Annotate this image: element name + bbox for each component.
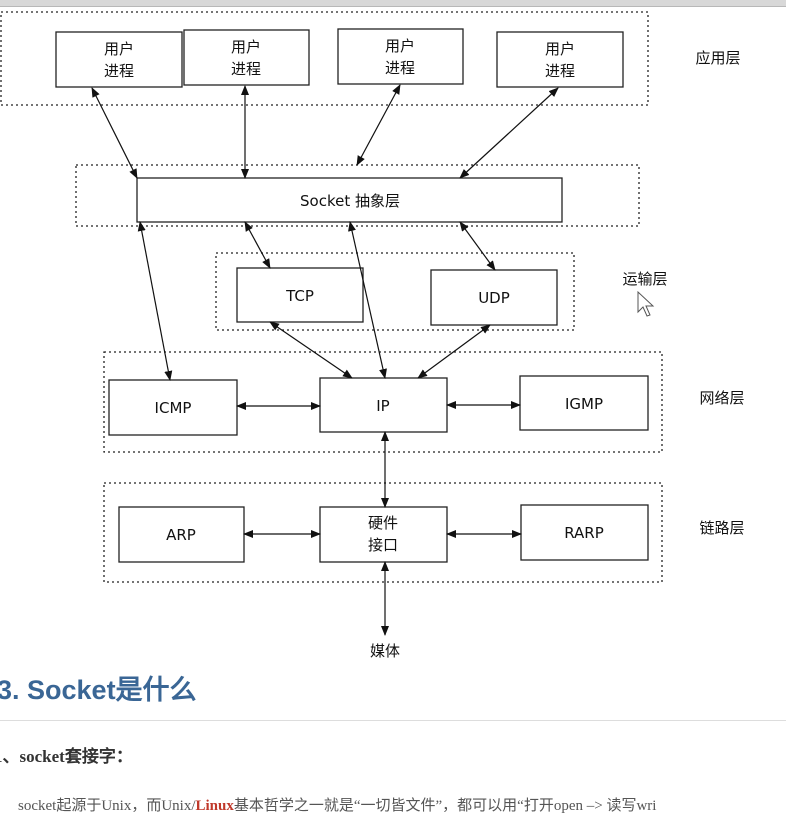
section-heading: 3. Socket是什么 [0,675,197,705]
arp-box [118,506,245,563]
media-label: 媒体 [370,642,400,660]
arrow-socket-tcp [244,221,271,269]
hardware-interface-box [319,506,448,563]
icmp-box [108,379,238,436]
window-top-bar [0,0,786,7]
user-process-3-line2: 进程 [385,59,415,77]
user-process-2-line2: 进程 [231,60,261,78]
transport-layer-region [215,252,575,331]
user-process-4-line1: 用户 [545,40,575,58]
paragraph: socket起源于Unix，而Unix/Linux基本哲学之一就是“一切皆文件”… [18,794,656,815]
udp-label: UDP [478,289,510,307]
socket-label: Socket 抽象层 [300,192,400,210]
ip-label: IP [376,397,389,415]
arrow-process4-socket [459,87,559,179]
application-layer-label: 应用层 [695,49,740,67]
rarp-box [520,504,649,561]
linux-link[interactable]: Linux [195,798,234,814]
arp-label: ARP [166,526,196,544]
network-layer-label: 网络层 [699,389,744,407]
divider [0,720,786,721]
user-process-3-line1: 用户 [385,37,415,55]
user-process-1-line1: 用户 [104,40,134,58]
arrow-socket-udp [459,221,496,271]
arrow-tcp-ip [269,321,353,379]
user-process-box-2 [183,29,310,86]
arrow-process1-socket [91,87,138,179]
arrow-udp-ip [417,324,491,379]
socket-layer-diagram: 用户 进程 用户 进程 用户 进程 用户 进程 Socket 抽象层 TCP U… [0,11,745,660]
user-process-2-line1: 用户 [231,38,261,56]
icmp-label: ICMP [155,399,192,417]
user-process-box-1 [55,31,183,88]
udp-box [430,269,558,326]
mouse-cursor-icon [637,290,655,317]
hardware-label-line1: 硬件 [368,514,398,532]
transport-layer-label: 运输层 [622,270,667,288]
paragraph-text-1: socket起源于Unix，而Unix/ [18,798,196,814]
igmp-label: IGMP [565,395,603,413]
user-process-box-3 [337,28,464,85]
rarp-label: RARP [564,524,604,542]
hardware-label-line2: 接口 [368,536,398,554]
user-process-1-line2: 进程 [104,62,134,80]
user-process-box-4 [496,31,624,88]
arrow-socket-ip [348,221,387,379]
paragraph-text-2: 基本哲学之一就是“一切皆文件”，都可以用“打开open –> 读写wri [233,798,657,814]
link-layer-label: 链路层 [699,519,744,537]
arrow-socket-icmp [137,221,173,381]
user-process-4-line2: 进程 [545,62,575,80]
arrow-process3-socket [356,84,401,166]
subheading: 1、socket套接字： [0,747,133,766]
tcp-label: TCP [285,287,314,305]
